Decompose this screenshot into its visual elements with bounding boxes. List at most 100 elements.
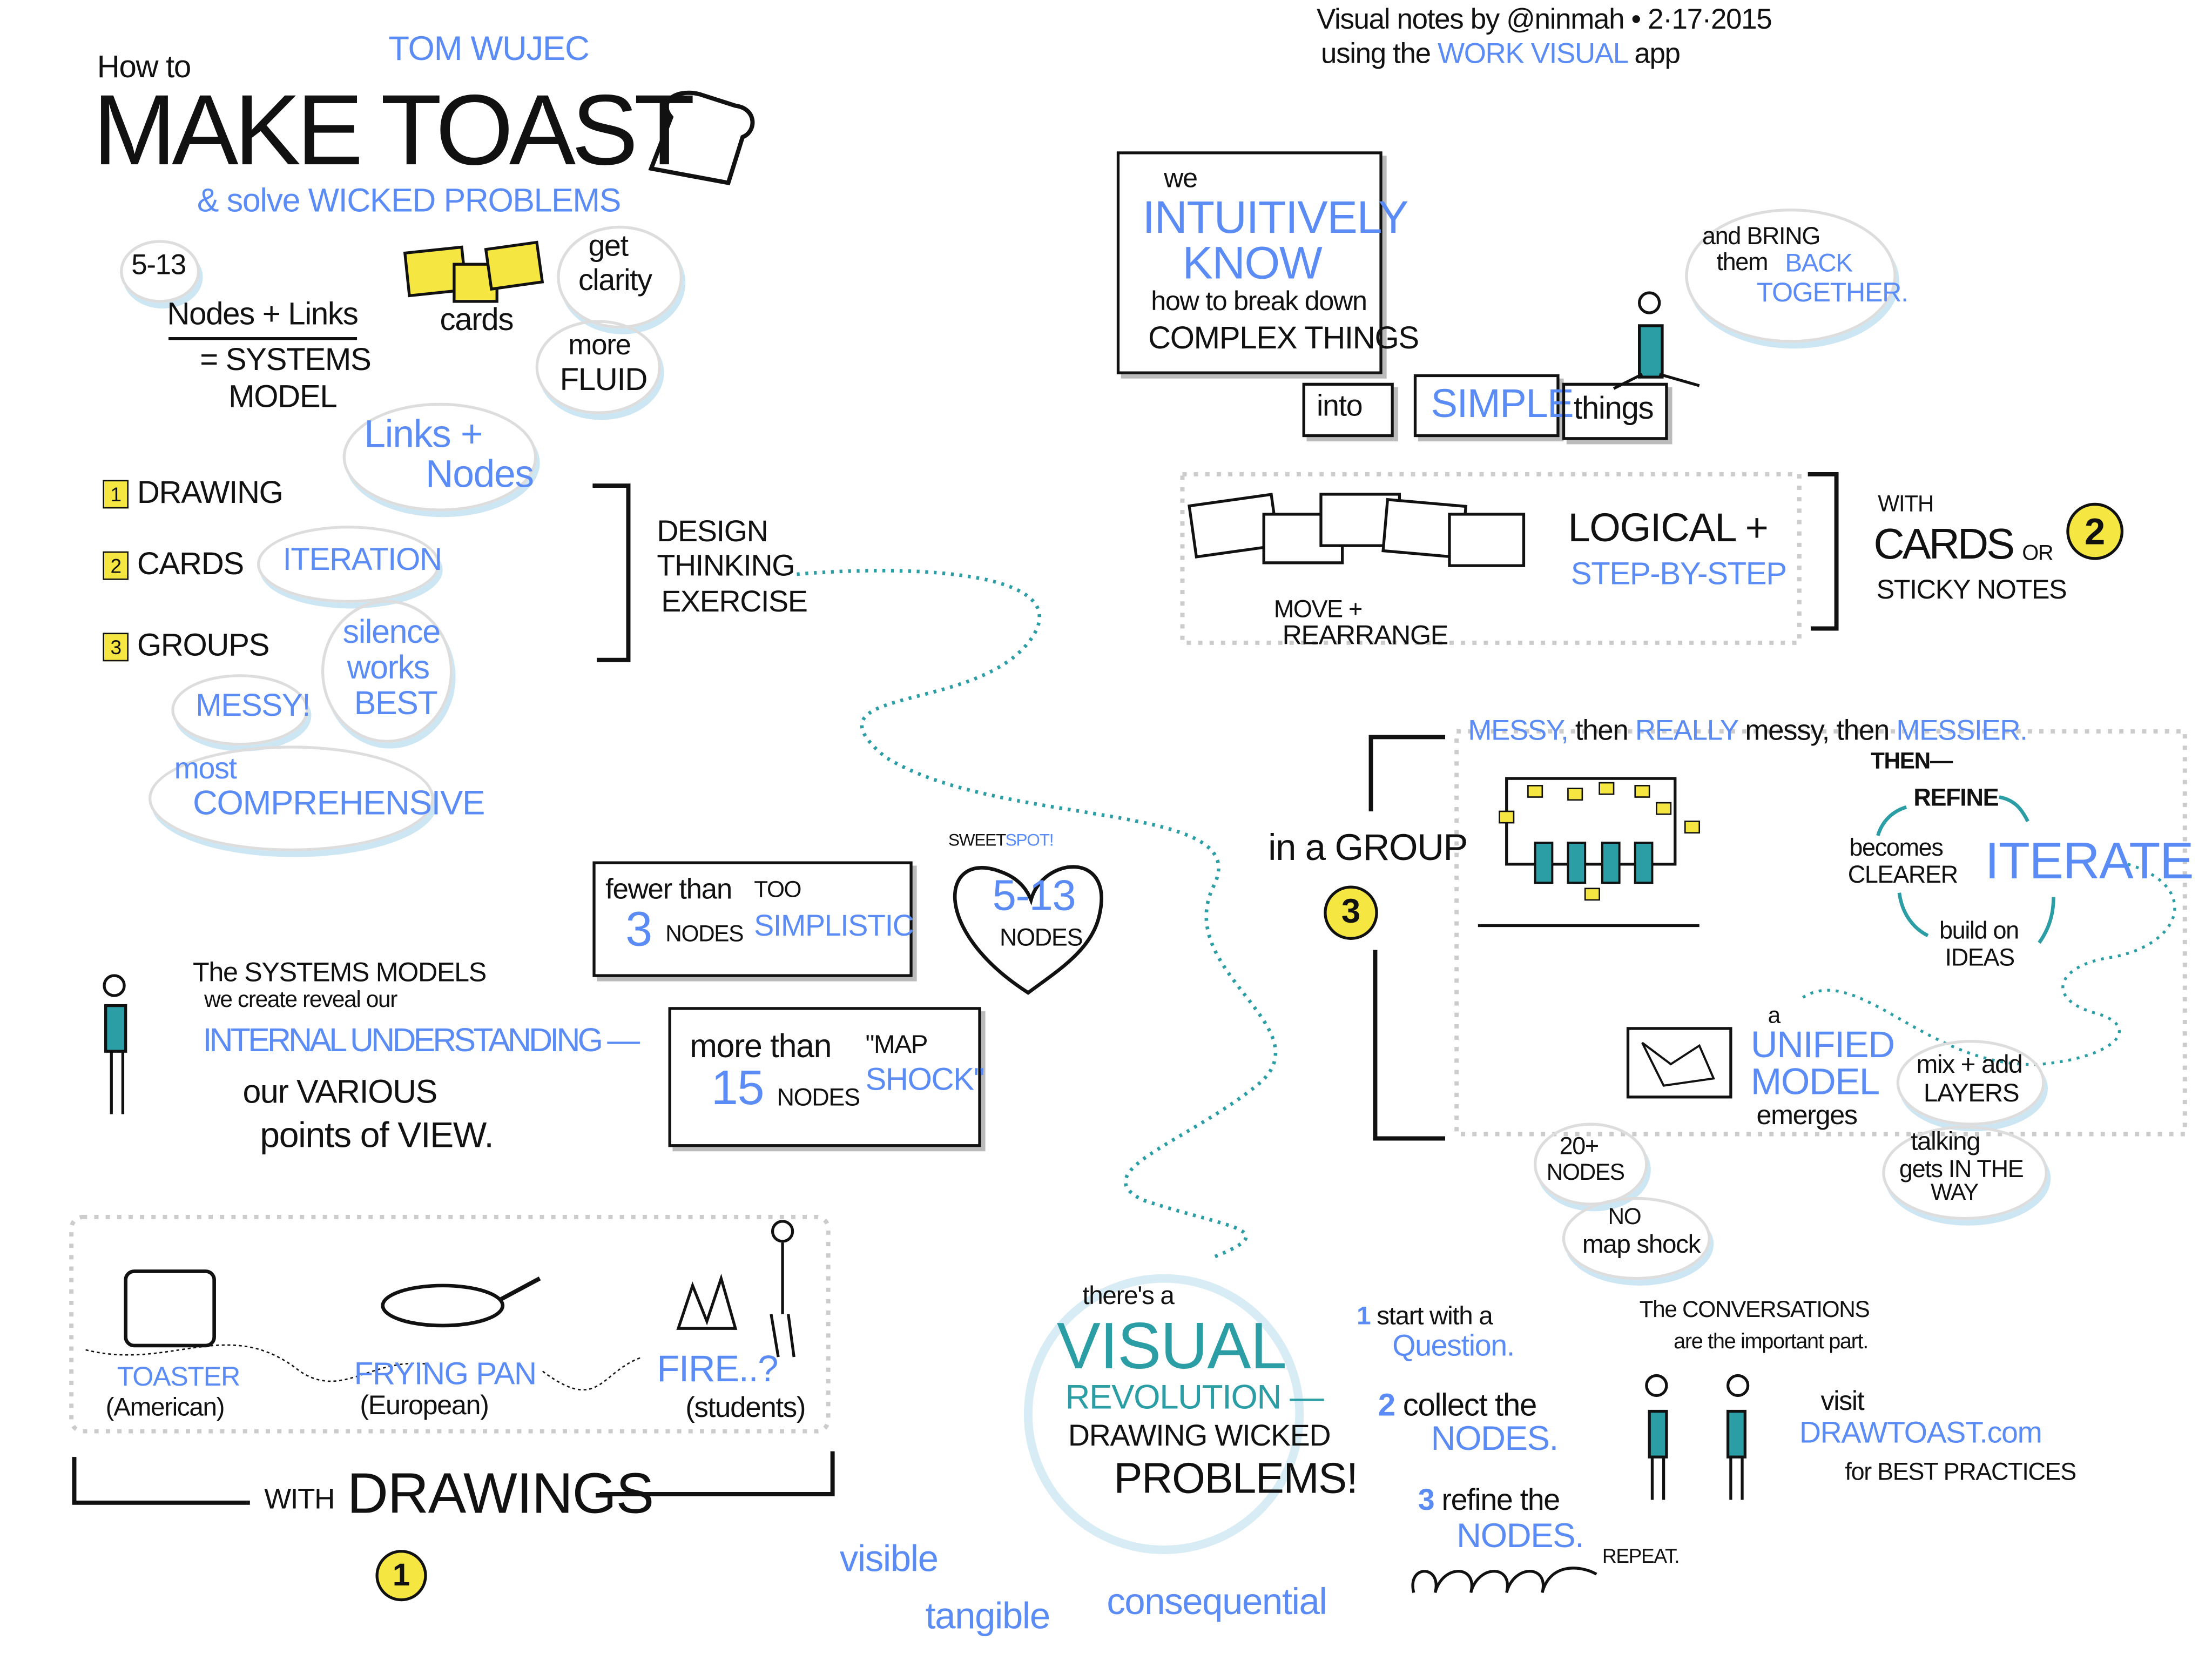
exercise-bracket <box>592 483 631 662</box>
frying-pan-note: (European) <box>360 1391 489 1422</box>
iteration-text: ITERATION <box>282 541 442 577</box>
models-text: points of VIEW. <box>260 1115 494 1156</box>
intuitively-text: INTUITIVELY <box>1142 191 1408 243</box>
credit-app-text: app <box>1634 38 1681 70</box>
process-step-3-b: NODES. <box>1456 1517 1584 1556</box>
or-text: OR <box>2022 541 2053 566</box>
cards-word: CARDS <box>1873 521 2015 569</box>
silence-text: works <box>347 648 430 686</box>
cards-label: cards <box>440 301 514 338</box>
intuitive-box <box>1116 151 1382 374</box>
no-shock-text: NO <box>1608 1205 1641 1230</box>
fewer-nodes-text: NODES <box>665 923 744 947</box>
author-name: TOM WUJEC <box>388 30 590 69</box>
really-word: REALLY <box>1635 715 1738 747</box>
more-text: more than <box>690 1027 832 1065</box>
unified-a-text: a <box>1768 1004 1781 1029</box>
conversations-text: are the important part. <box>1674 1329 1869 1354</box>
no-shock-bubble <box>1562 1197 1711 1280</box>
talking-bubble <box>1882 1125 2048 1220</box>
credit-line: Visual notes by @ninmah • 2·17·2015 <box>1317 4 1772 36</box>
map-text: "MAP <box>865 1030 928 1059</box>
repeat-text: REPEAT. <box>1602 1544 1680 1567</box>
messy-text: MESSY! <box>195 687 311 723</box>
internal-understanding-text: INTERNAL UNDERSTANDING — <box>203 1021 640 1059</box>
refine-text: REFINE <box>1913 784 1999 811</box>
process-step-text: start with a <box>1377 1301 1493 1330</box>
drawtoast-link[interactable]: DRAWTOAST.com <box>1799 1417 2042 1450</box>
more-nodes-box <box>668 1007 981 1147</box>
credit-using-text: using the <box>1320 38 1431 70</box>
comprehensive-text: COMPREHENSIVE <box>192 784 485 823</box>
process-step-text: refine the <box>1441 1484 1561 1517</box>
messy-word: MESSY, <box>1468 715 1568 747</box>
fluid-text: FLUID <box>559 361 648 398</box>
revolution-word: REVOLUTION — <box>1065 1378 1324 1417</box>
links-text: Links + <box>364 413 483 456</box>
into-text: into <box>1317 389 1363 423</box>
arranged-cards-drawing <box>1188 493 1526 567</box>
design-label: DESIGN <box>657 515 768 549</box>
comprehensive-text: most <box>174 752 237 786</box>
talking-text: gets IN THE <box>1899 1155 2024 1183</box>
range-bubble <box>120 240 200 303</box>
best-practices-text: for BEST PRACTICES <box>1845 1458 2076 1486</box>
fewer-text: fewer than <box>605 874 732 906</box>
simple-box <box>1413 374 1560 438</box>
models-text: The SYSTEMS MODELS <box>192 958 487 989</box>
sweet-text: SWEET <box>948 830 1007 850</box>
with-text: WITH <box>1878 493 1934 518</box>
process-step-1: 1 start with a <box>1357 1301 1493 1330</box>
cards-bracket <box>1808 472 1839 631</box>
know-text: KNOW <box>1182 237 1322 289</box>
visible-text: visible <box>839 1537 939 1580</box>
page-subtitle: & solve WICKED PROBLEMS <box>197 181 621 219</box>
toaster-note: (American) <box>105 1393 225 1422</box>
process-step-2: 2 collect the <box>1378 1387 1537 1423</box>
thinking-label: THINKING <box>657 550 795 583</box>
clearer-text: CLEARER <box>1847 861 1958 889</box>
emerges-text: emerges <box>1756 1101 1858 1132</box>
more-nodes-text: NODES <box>777 1084 860 1112</box>
simple-text: SIMPLE <box>1431 381 1574 426</box>
iterate-text: ITERATE <box>1985 831 2194 890</box>
title-prefix: How to <box>97 48 191 85</box>
nodes20-text: 20+ <box>1559 1132 1600 1160</box>
process-step-number: 1 <box>1357 1301 1371 1330</box>
sweet-spot-heart <box>953 865 1103 995</box>
systems-label: = SYSTEMS <box>200 341 372 378</box>
model-text: MODEL <box>1750 1060 1880 1103</box>
talking-text: WAY <box>1931 1181 1979 1206</box>
models-text: we create reveal our <box>204 988 397 1013</box>
no-shock-text: map shock <box>1582 1229 1701 1259</box>
cards-dotted-box <box>1180 472 1802 645</box>
simplistic-text: SIMPLISTIC <box>754 910 914 943</box>
models-text: our VARIOUS <box>242 1072 438 1110</box>
fire-note: (students) <box>685 1393 806 1424</box>
credit-app-line: using the WORK VISUAL app <box>1320 38 1681 70</box>
clarity-text: clarity <box>578 264 652 298</box>
frying-pan-label: FRYING PAN <box>354 1355 537 1392</box>
fewer-nodes-box <box>592 861 913 977</box>
rearrange-text: REARRANGE <box>1282 621 1449 651</box>
process-step-number: 3 <box>1418 1484 1435 1517</box>
step-label: GROUPS <box>137 627 270 663</box>
ideas-text: IDEAS <box>1945 944 2015 972</box>
badge-2: 2 <box>2066 502 2124 560</box>
process-step-number: 2 <box>1378 1387 1395 1423</box>
process-step-2-b: NODES. <box>1431 1420 1559 1459</box>
bring-text: BACK <box>1785 248 1853 277</box>
more-number: 15 <box>711 1061 765 1116</box>
in-a-group-text: in a GROUP <box>1268 825 1468 869</box>
nodes-links-label: Nodes + Links <box>167 295 358 332</box>
sweet-range-text: 5-13 <box>992 872 1076 920</box>
shock-text: SHOCK" <box>865 1061 984 1097</box>
group-with-stickies-drawing <box>1478 777 1701 928</box>
layers-text: LAYERS <box>1923 1078 2020 1107</box>
nodes20-bubble <box>1533 1123 1648 1206</box>
nodes-text: Nodes <box>426 453 534 496</box>
step-number: 2 <box>103 552 129 581</box>
bring-text: them <box>1716 248 1768 276</box>
sweet-nodes-text: NODES <box>1000 924 1083 952</box>
